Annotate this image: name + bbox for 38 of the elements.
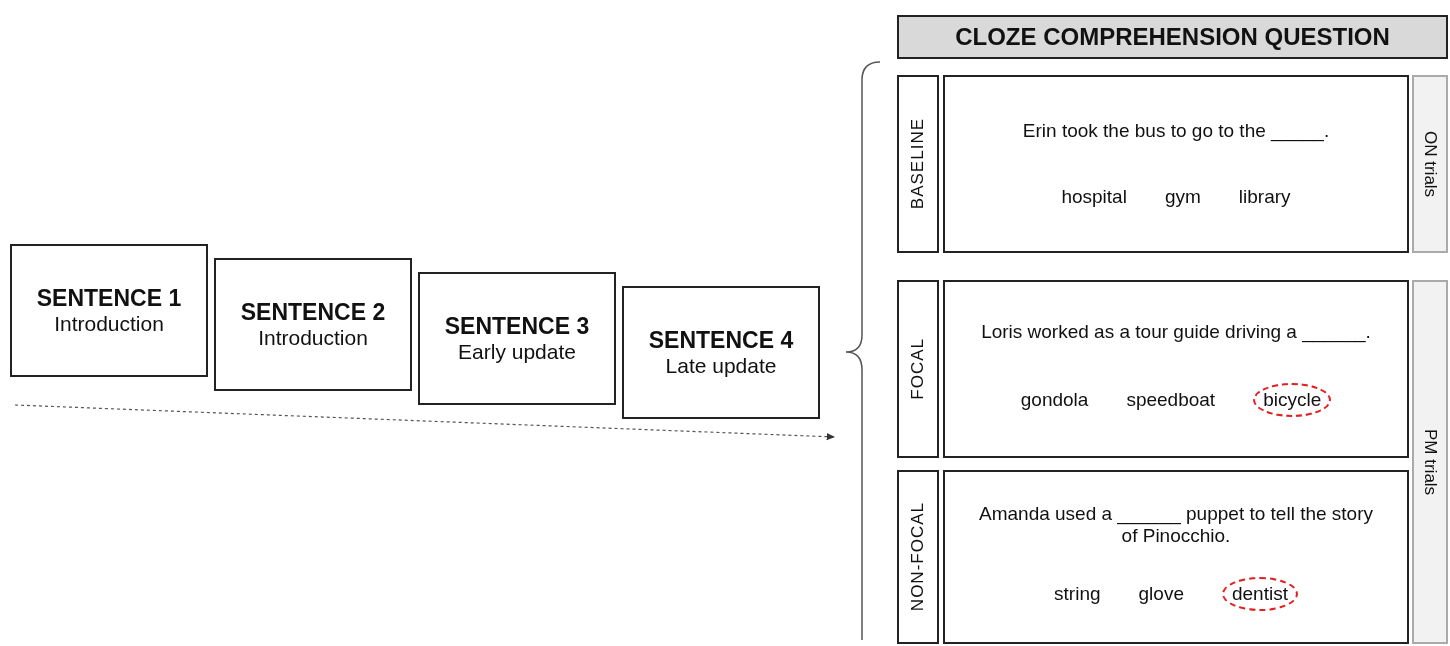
question-panel [943,470,1409,644]
answer-option: gondola [1020,388,1089,411]
answer-option: speedboat [1126,388,1216,411]
question-panel [943,280,1409,458]
answer-option: gym [1164,185,1201,208]
answer-option: glove [1138,583,1184,606]
card-subtitle: Introduction [258,326,368,350]
condition-label: BASELINE [908,118,928,210]
header-bar: CLOZE COMPREHENSION QUESTION [897,15,1448,59]
trial-label: PM trials [1420,428,1440,496]
card-subtitle: Late update [665,354,777,378]
sentence-card [622,286,820,419]
condition-label: NON-FOCAL [908,502,928,612]
condition-tab [897,280,939,458]
question-sentence: Erin took the bus to go to the _____. [1022,120,1330,143]
sentence-card [10,244,208,377]
question-panel [943,75,1409,253]
answer-option: hospital [1061,185,1127,208]
condition-tab [897,470,939,644]
trial-tab [1412,75,1448,253]
circled-answer: bicycle [1253,382,1332,417]
trial-tab [1412,280,1448,644]
circled-answer: dentist [1221,577,1298,612]
card-subtitle: Introduction [54,312,164,336]
card-heading: SENTENCE 4 [648,327,794,354]
question-sentence: Amanda used a ______ puppet to tell the story of Pinocchio. [978,502,1374,547]
card-heading: SENTENCE 2 [240,299,386,326]
question-sentence: Loris worked as a tour guide driving a ______. [981,321,1371,344]
card-subtitle: Early update [458,340,576,364]
condition-label: FOCAL [908,338,928,400]
condition-tab [897,75,939,253]
sentence-card [214,258,412,391]
card-heading: SENTENCE 1 [36,285,182,312]
sentence-card [418,272,616,405]
answer-option: library [1238,185,1291,208]
card-heading: SENTENCE 3 [444,313,590,340]
trial-label: ON trials [1420,130,1440,198]
answer-option: string [1054,583,1101,606]
